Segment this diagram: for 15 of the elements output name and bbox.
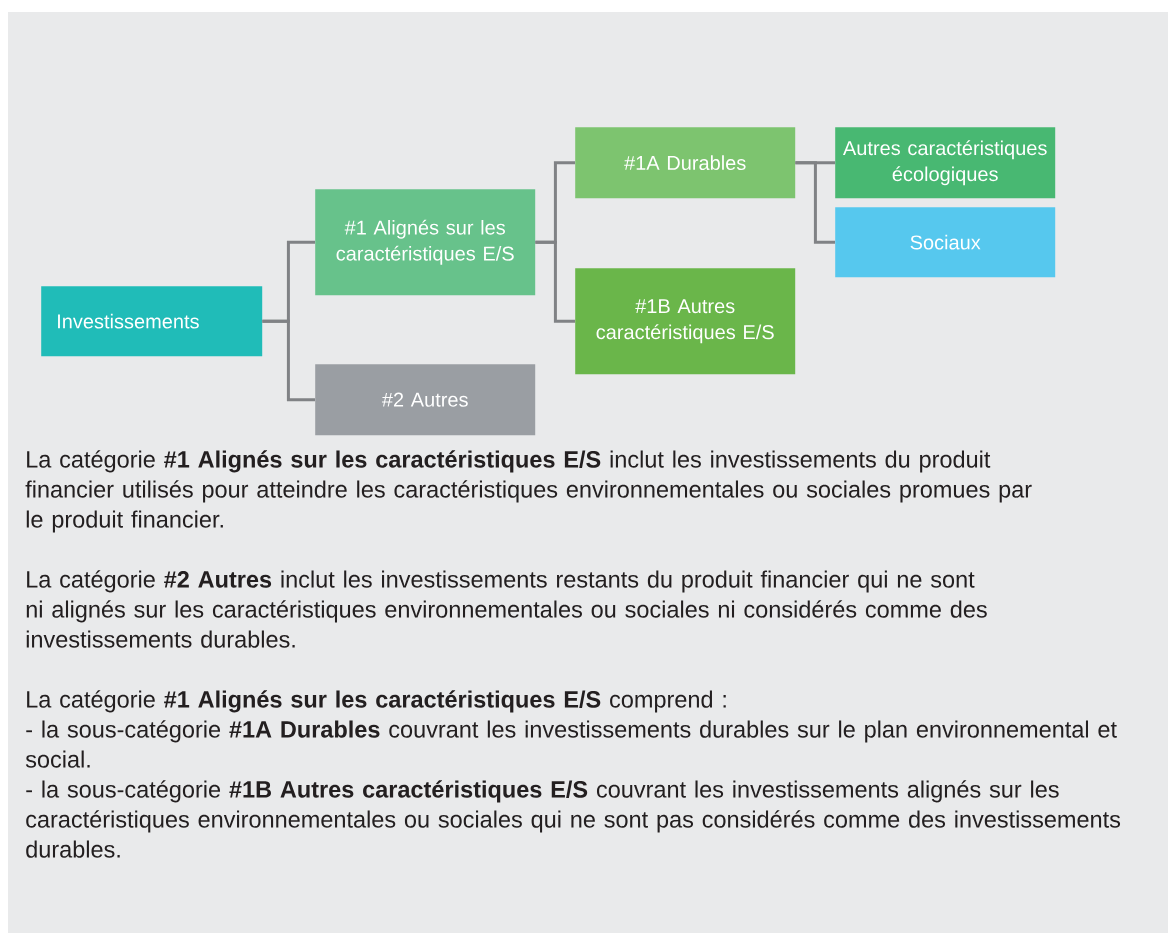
- category-box: Sociaux: [835, 207, 1056, 278]
- category-box: #1 Alignés sur les caractéristiques E/S: [315, 189, 536, 296]
- paragraph: La catégorie #1 Alignés sur les caractéristiques E/S comprend :: [27, 690, 726, 713]
- paragraph: La catégorie #2 Autres inclut les investissements restants du produit financier qui ne sont ni alignés sur les caractéristiques environnementales ou sociales ni considérés comme des investissements durables.: [26, 570, 987, 648]
- category-box: #2 Autres: [315, 364, 536, 436]
- category-box: #1A Durables: [575, 127, 796, 199]
- connector-line: [262, 319, 315, 402]
- paragraph: La catégorie #1 Alignés sur les caractéristiques E/S inclut les investissements du produit financier utilisés pour atteindre les caractéristiques environnementales ou sociales promues par le produit financier.: [25, 450, 1032, 533]
- category-box: Investissements: [41, 286, 263, 357]
- category-box: Autres caractéristiques écologiques: [835, 127, 1056, 199]
- connector-line: [535, 240, 575, 323]
- category-box: #1B Autres caractéristiques E/S: [575, 268, 796, 375]
- connector-line: [795, 161, 835, 244]
- paragraph: - la sous-catégorie #1A Durables couvrant les investissements durables sur le plan environnemental et social.: [25, 720, 1117, 768]
- paragraph: - la sous-catégorie #1B Autres caractéristiques E/S couvrant les investissements alignés sur les caractéristiques environnementales ou sociales qui ne sont pas considérés comme des investissements durables.: [26, 780, 1121, 858]
